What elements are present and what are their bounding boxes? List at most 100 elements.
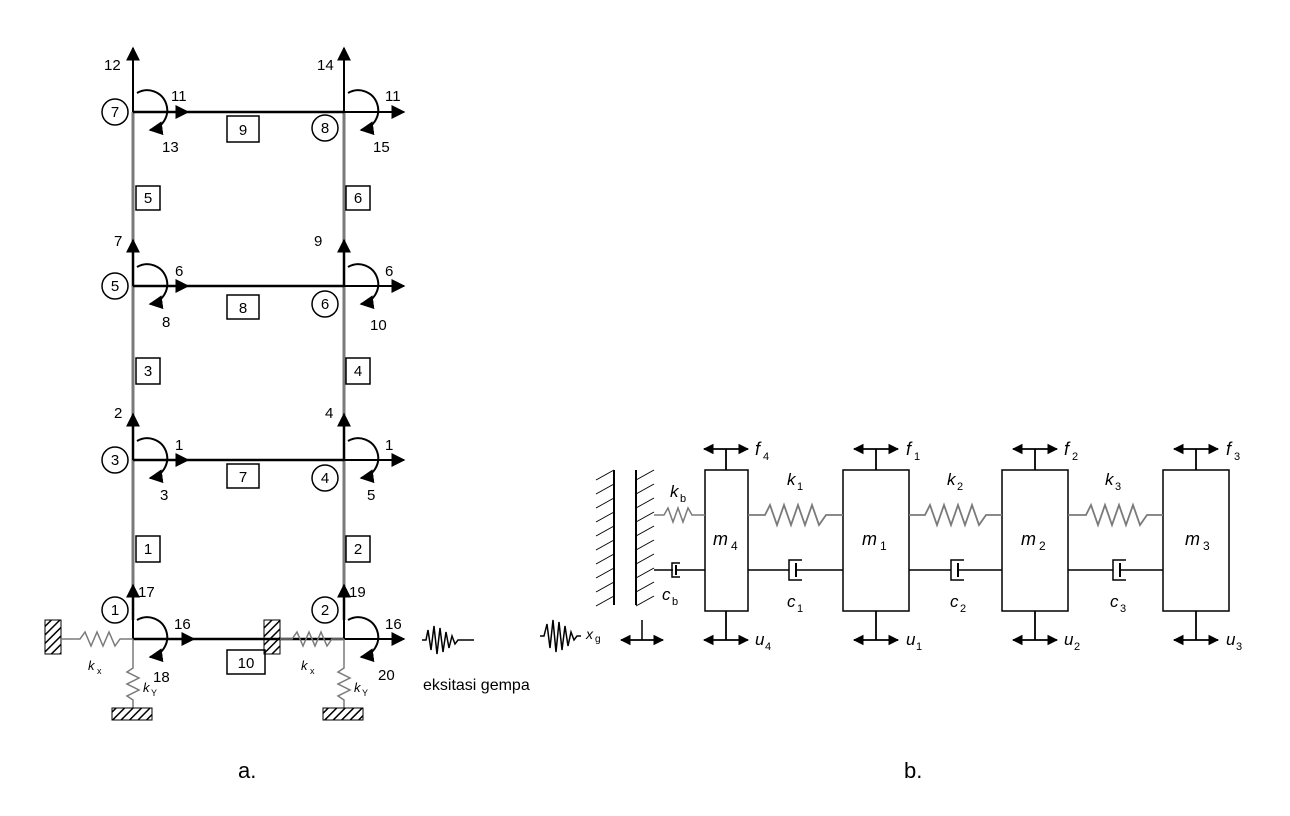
node-label: 4 <box>321 470 329 487</box>
fixed-support-left <box>44 619 62 655</box>
dof-label: 6 <box>175 263 183 280</box>
force-label: 2 <box>1072 451 1078 463</box>
dof-label: 2 <box>114 405 122 422</box>
panel-b-lumped-mass-model: x g m 4 m 1 m <box>540 439 1242 783</box>
mass-blocks <box>704 469 1230 612</box>
dof-label: 5 <box>367 487 375 504</box>
element-label: 7 <box>239 469 247 486</box>
dof-label: 1 <box>175 437 183 454</box>
force-label: f <box>755 439 762 459</box>
dof-label: 18 <box>153 669 170 686</box>
spring-k2 <box>909 502 1002 528</box>
damper-label: c <box>950 592 959 611</box>
fixed-support-bottom-right <box>322 707 364 721</box>
displacement-label: u <box>906 630 916 649</box>
rotation-arc <box>347 263 380 310</box>
force-label: 3 <box>1234 451 1240 463</box>
node-label: 1 <box>111 602 119 619</box>
displacement-label: 4 <box>765 641 771 653</box>
force-arrows <box>702 443 1220 470</box>
rotation-arc <box>347 616 380 663</box>
spring-label: x <box>97 666 102 676</box>
damper-label: 2 <box>960 603 966 615</box>
damper-label: c <box>1110 592 1119 611</box>
element-label: 6 <box>354 190 362 207</box>
displacement-label: u <box>1226 630 1236 649</box>
wall-hatch-outer <box>595 469 615 607</box>
fixed-support-middle <box>263 619 281 655</box>
dof-label: 11 <box>171 88 187 105</box>
rotation-arc <box>347 437 380 484</box>
force-label: f <box>1064 439 1071 459</box>
panel-a-frame-model: 7 8 5 6 3 4 1 2 9 5 6 8 3 4 7 1 2 10 <box>44 46 530 783</box>
ground-displacement-label: x <box>585 626 594 642</box>
dof-label: 13 <box>162 139 179 156</box>
dof-label: 4 <box>325 405 333 422</box>
damper-label: b <box>672 596 678 608</box>
displacement-label: 2 <box>1074 641 1080 653</box>
displacement-arrows <box>702 611 1220 646</box>
element-label: 2 <box>354 541 362 558</box>
element-label: 1 <box>144 541 152 558</box>
rotation-arc <box>136 263 169 310</box>
wall-hatch-inner <box>635 469 655 607</box>
spring-label: k <box>1105 470 1115 489</box>
spring-vertical-left <box>125 639 141 708</box>
damper-label: 1 <box>797 603 803 615</box>
element-label: 9 <box>239 122 247 139</box>
spring-label: k <box>670 482 680 501</box>
mass-label: 1 <box>880 539 887 553</box>
dof-label: 9 <box>314 233 322 250</box>
node-label: 3 <box>111 452 119 469</box>
force-label: 1 <box>914 451 920 463</box>
spring-label: k <box>354 680 362 695</box>
spring-label: k <box>143 680 151 695</box>
earthquake-signal-icon <box>540 619 581 653</box>
rotation-arc <box>136 89 169 136</box>
mass-label: 3 <box>1203 539 1210 553</box>
spring-label: b <box>680 493 686 505</box>
damper-label: c <box>662 585 671 604</box>
element-label: 3 <box>144 363 152 380</box>
damper-cb <box>654 562 705 578</box>
spring-horizontal-right <box>280 630 344 648</box>
mass-label: m <box>862 529 877 549</box>
dof-label: 19 <box>349 584 366 601</box>
dof-label: 17 <box>138 584 155 601</box>
spring-label: 3 <box>1115 481 1121 493</box>
force-label: 4 <box>763 451 769 463</box>
spring-label: Y <box>151 688 157 698</box>
displacement-label: 3 <box>1236 641 1242 653</box>
dof-label: 7 <box>114 233 122 250</box>
damper-c2 <box>909 559 1002 581</box>
damper-label: c <box>787 592 796 611</box>
damper-c3 <box>1068 559 1163 581</box>
dof-label: 14 <box>317 57 334 74</box>
dof-label: 20 <box>378 667 395 684</box>
rotation-arc <box>136 437 169 484</box>
spring-label: k <box>301 658 309 673</box>
dof-label: 10 <box>370 317 387 334</box>
force-label: f <box>1226 439 1233 459</box>
node-label: 8 <box>321 120 329 137</box>
fixed-support-bottom-left <box>111 707 153 721</box>
mass-label: m <box>713 529 728 549</box>
node-label: 7 <box>111 104 119 121</box>
dof-label: 6 <box>385 263 393 280</box>
spring-horizontal-left <box>61 630 133 648</box>
spring-k3 <box>1068 502 1163 528</box>
dof-label: 16 <box>385 616 402 633</box>
mass-label: 4 <box>731 539 738 553</box>
node-label: 5 <box>111 278 119 295</box>
caption-b: b. <box>904 758 922 783</box>
spring-label: x <box>310 666 315 676</box>
node-label: 6 <box>321 296 329 313</box>
damper-label: 3 <box>1120 603 1126 615</box>
spring-k1 <box>748 502 843 528</box>
dof-label: 11 <box>385 88 401 105</box>
displacement-label: u <box>1064 630 1074 649</box>
node-label: 2 <box>321 602 329 619</box>
spring-vertical-right <box>336 639 352 708</box>
excitation-label: eksitasi gempa <box>423 677 530 694</box>
